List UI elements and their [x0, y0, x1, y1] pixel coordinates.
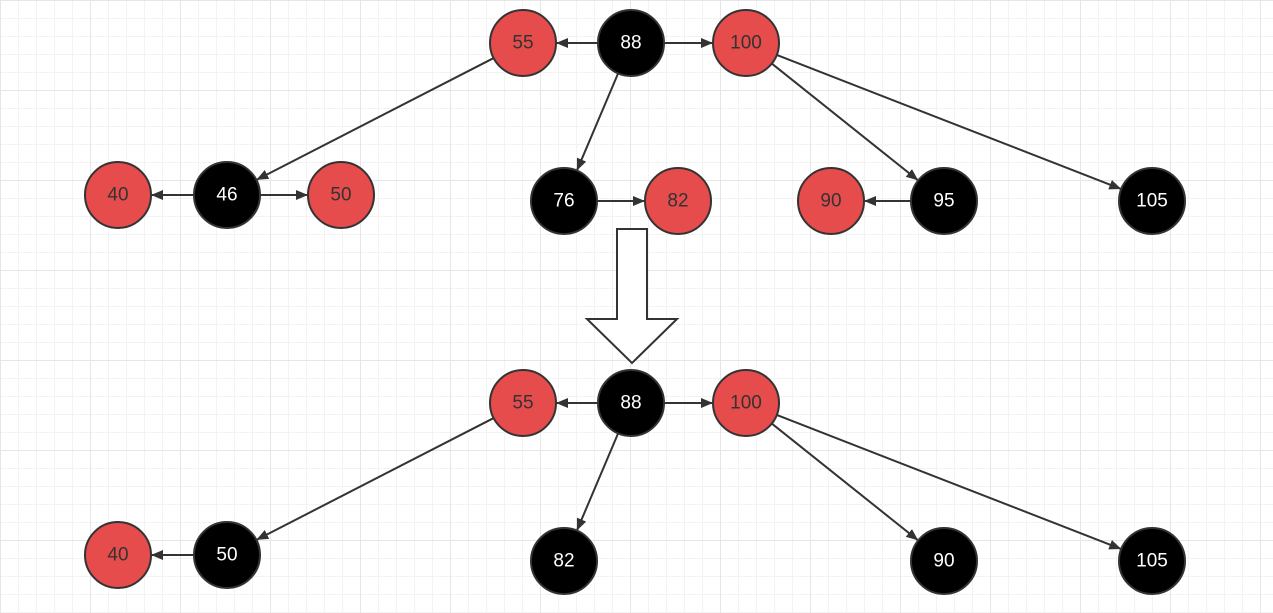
- after-node-label-82: 82: [553, 551, 574, 572]
- after-edge-100-to-90: [771, 422, 919, 541]
- after-edge-55-to-50: [256, 417, 495, 541]
- before-node-circle-90: [797, 167, 865, 235]
- after-node-55: 55: [489, 369, 557, 437]
- after-node-label-88: 88: [620, 393, 641, 414]
- before-edge-55-to-46: [256, 57, 495, 181]
- after-node-circle-100: [712, 369, 780, 437]
- before-node-circle-46: [193, 161, 261, 229]
- before-node-105: 105: [1118, 167, 1186, 235]
- after-node-40: 40: [84, 521, 152, 589]
- before-node-label-76: 76: [553, 191, 574, 212]
- before-node-label-105: 105: [1136, 191, 1168, 212]
- after-node-label-105: 105: [1136, 551, 1168, 572]
- before-node-circle-88: [597, 9, 665, 77]
- after-node-100: 100: [712, 369, 780, 437]
- after-node-label-40: 40: [107, 545, 128, 566]
- before-edge-100-to-105: [776, 54, 1122, 190]
- after-node-label-55: 55: [512, 393, 533, 414]
- edges: [151, 38, 1122, 560]
- before-node-circle-50: [307, 161, 375, 229]
- before-node-label-88: 88: [620, 33, 641, 54]
- before-edge-88-to-76: [576, 72, 620, 171]
- after-edge-100-to-105: [776, 414, 1122, 550]
- after-node-circle-82: [530, 527, 598, 595]
- before-node-circle-105: [1118, 167, 1186, 235]
- before-node-circle-82: [644, 167, 712, 235]
- before-node-label-40: 40: [107, 185, 128, 206]
- before-node-circle-100: [712, 9, 780, 77]
- before-node-50: 50: [307, 161, 375, 229]
- after-node-88: 88: [597, 369, 665, 437]
- after-node-circle-40: [84, 521, 152, 589]
- before-node-40: 40: [84, 161, 152, 229]
- after-node-50: 50: [193, 521, 261, 589]
- after-node-circle-88: [597, 369, 665, 437]
- before-node-label-50: 50: [330, 185, 351, 206]
- before-node-76: 76: [530, 167, 598, 235]
- before-node-88: 88: [597, 9, 665, 77]
- before-node-82: 82: [644, 167, 712, 235]
- after-node-105: 105: [1118, 527, 1186, 595]
- after-node-circle-105: [1118, 527, 1186, 595]
- after-node-circle-50: [193, 521, 261, 589]
- after-node-label-90: 90: [933, 551, 954, 572]
- before-node-circle-40: [84, 161, 152, 229]
- before-node-label-82: 82: [667, 191, 688, 212]
- after-node-circle-55: [489, 369, 557, 437]
- before-node-95: 95: [910, 167, 978, 235]
- before-edge-100-to-95: [771, 62, 919, 181]
- before-node-circle-76: [530, 167, 598, 235]
- before-node-label-100: 100: [730, 33, 762, 54]
- transition-down-arrow-icon: [584, 228, 680, 365]
- before-node-circle-55: [489, 9, 557, 77]
- before-node-circle-95: [910, 167, 978, 235]
- after-edge-88-to-82: [576, 432, 620, 531]
- before-node-label-95: 95: [933, 191, 954, 212]
- before-node-label-46: 46: [216, 185, 237, 206]
- after-node-82: 82: [530, 527, 598, 595]
- before-node-55: 55: [489, 9, 557, 77]
- before-node-90: 90: [797, 167, 865, 235]
- before-node-46: 46: [193, 161, 261, 229]
- after-node-90: 90: [910, 527, 978, 595]
- nodes: 55 88 100 40 46 50 76 82 90 95 105 55 88 100 40 50 82 90 1…: [84, 9, 1186, 595]
- after-node-label-100: 100: [730, 393, 762, 414]
- before-node-100: 100: [712, 9, 780, 77]
- after-node-label-50: 50: [216, 545, 237, 566]
- before-node-label-55: 55: [512, 33, 533, 54]
- after-node-circle-90: [910, 527, 978, 595]
- before-node-label-90: 90: [820, 191, 841, 212]
